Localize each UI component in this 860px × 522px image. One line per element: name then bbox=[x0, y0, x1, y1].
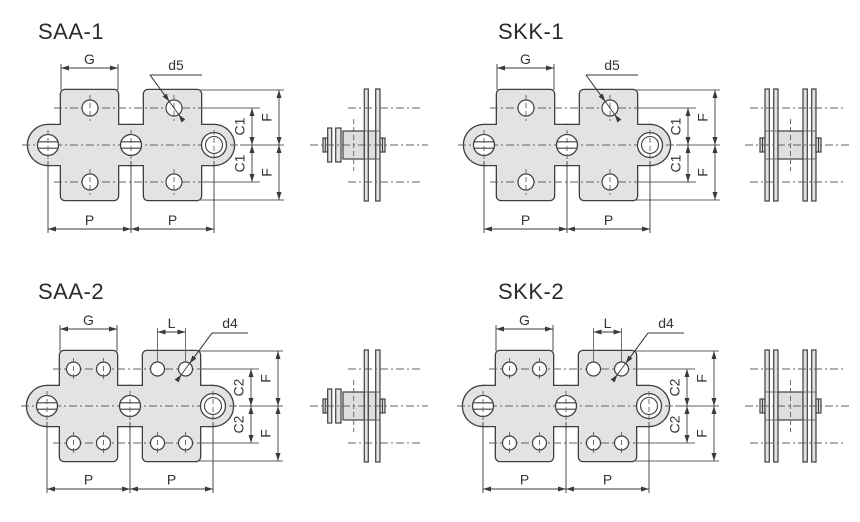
dim-label-l: L bbox=[604, 315, 612, 331]
dim-label-p-left: P bbox=[521, 212, 530, 228]
dim-label-p-left: P bbox=[84, 472, 93, 488]
plan-view bbox=[21, 325, 283, 493]
dim-label-c-lower: C2 bbox=[667, 415, 683, 433]
panel-skk-1: SKK-1 G d5 C1 C1 F F P P bbox=[458, 19, 851, 233]
dim-label-f-upper: F bbox=[258, 374, 274, 383]
dim-label-f-upper: F bbox=[694, 374, 710, 383]
dim-label-dia: d4 bbox=[658, 315, 674, 331]
dim-label-g: G bbox=[519, 312, 530, 328]
dim-label-l: L bbox=[168, 315, 176, 331]
dim-label-g: G bbox=[84, 51, 95, 67]
panel-title: SKK-2 bbox=[498, 279, 564, 304]
dim-label-f-lower: F bbox=[259, 168, 275, 177]
dim-label-c-upper: C1 bbox=[232, 117, 248, 135]
plan-view bbox=[457, 325, 719, 493]
panel-title: SAA-1 bbox=[38, 19, 104, 44]
dim-label-g: G bbox=[520, 51, 531, 67]
panel-skk-2: SKK-2 G L d4 C2 C2 F F P P bbox=[457, 279, 851, 493]
dim-label-p-right: P bbox=[604, 212, 613, 228]
dim-label-c-upper: C2 bbox=[667, 378, 683, 396]
side-view bbox=[309, 88, 429, 202]
dim-label-f-upper: F bbox=[259, 113, 275, 122]
panel-saa-1: SAA-1 G d5 C1 C1 F F P P bbox=[22, 19, 429, 233]
panel-saa-2: SAA-2 G L d4 C2 C2 F F P P bbox=[21, 279, 429, 493]
dim-label-p-left: P bbox=[520, 472, 529, 488]
dim-label-c-lower: C1 bbox=[668, 154, 684, 172]
plan-view bbox=[458, 64, 720, 233]
dim-label-g: G bbox=[83, 312, 94, 328]
dim-label-dia: d5 bbox=[604, 57, 620, 73]
dim-label-f-lower: F bbox=[695, 168, 711, 177]
dim-label-c-upper: C1 bbox=[668, 117, 684, 135]
dim-label-c-lower: C1 bbox=[232, 154, 248, 172]
dim-label-p-right: P bbox=[167, 472, 176, 488]
dim-label-dia: d4 bbox=[222, 315, 238, 331]
dim-label-f-upper: F bbox=[695, 113, 711, 122]
dim-label-c-upper: C2 bbox=[231, 378, 247, 396]
dim-label-f-lower: F bbox=[258, 429, 274, 438]
side-view bbox=[309, 349, 429, 463]
side-view bbox=[744, 88, 851, 202]
plan-view bbox=[22, 64, 284, 233]
dim-label-p-left: P bbox=[85, 212, 94, 228]
side-view bbox=[744, 349, 851, 463]
dim-label-f-lower: F bbox=[694, 429, 710, 438]
dim-label-p-right: P bbox=[168, 212, 177, 228]
panel-title: SAA-2 bbox=[38, 279, 104, 304]
dim-label-p-right: P bbox=[603, 472, 612, 488]
dim-label-dia: d5 bbox=[168, 57, 184, 73]
dim-label-c-lower: C2 bbox=[231, 415, 247, 433]
panel-title: SKK-1 bbox=[498, 19, 564, 44]
